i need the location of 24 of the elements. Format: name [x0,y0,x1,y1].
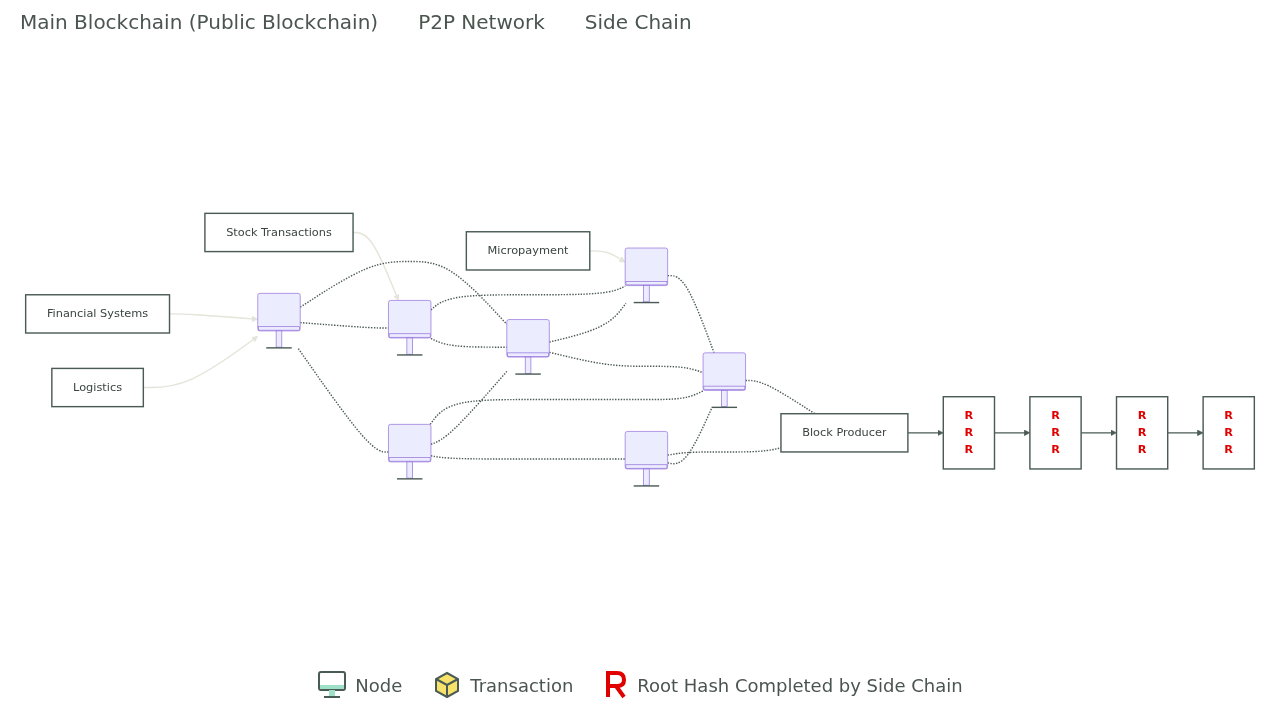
connector [666,274,715,354]
node-box: Logistics [51,367,145,408]
connector [299,260,508,325]
connector [429,390,704,426]
diagram-label: Side Chain [584,10,692,34]
arrow [1167,429,1204,436]
connector [666,407,713,465]
diagram-label: P2P Network [418,10,545,34]
diagram-label: Main Blockchain (Public Blockchain) [20,10,379,34]
node-box: R R R [1202,396,1256,470]
connector [430,285,626,311]
node-box: Micropayment [465,231,591,271]
node-box: R R R [942,396,996,470]
connector [430,337,508,348]
legend-label: Transaction [470,674,574,696]
arrow [907,429,944,436]
legend-label: Node [355,674,403,696]
arrow [589,250,626,263]
node-box: R R R [1029,396,1082,470]
legend-label: Root Hash Completed by Side Chain [637,674,963,696]
node-box: Financial Systems [24,294,171,334]
node-box: R R R [1115,396,1169,470]
node-box: Stock Transactions [204,212,354,253]
node-box: Block Producer [780,413,909,453]
